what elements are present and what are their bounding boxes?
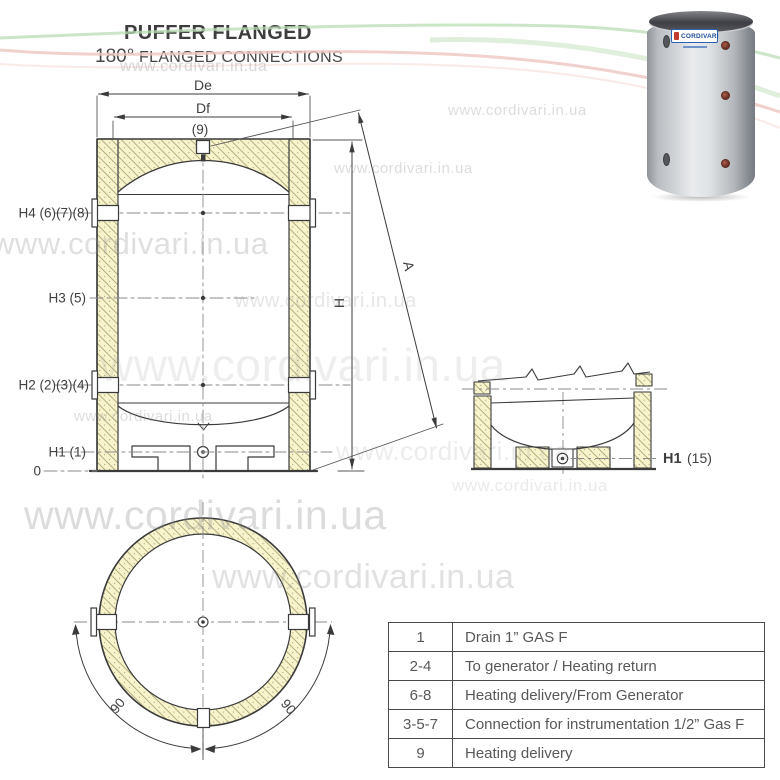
label-h1: H1 (1) <box>48 445 86 460</box>
table-row: 2-4 To generator / Heating return <box>389 651 764 680</box>
label-conn9: (9) <box>192 122 209 137</box>
connection-description: Heating delivery <box>465 744 573 762</box>
connection-description: Drain 1” GAS F <box>465 628 568 646</box>
connection-cap <box>720 40 730 50</box>
center-dot <box>200 382 206 388</box>
label-angle-left: 90 <box>107 695 128 716</box>
tank-outline <box>96 138 311 472</box>
center-dot <box>200 295 206 301</box>
connection-number: 2-4 <box>389 652 453 680</box>
connection-number: 6-8 <box>389 681 453 709</box>
label-dim-a: A <box>400 260 418 273</box>
connection-description: Heating delivery/From Generator <box>465 686 684 704</box>
front-section-view: De Df <box>18 77 444 481</box>
connection-cap <box>720 90 730 100</box>
brand-name: CORDIVARI <box>681 32 719 40</box>
label-detail-h1: H1 <box>663 451 682 467</box>
center-dot <box>200 210 206 216</box>
detail-insulation <box>473 373 653 469</box>
brand-logo-icon <box>674 32 679 40</box>
tank-body <box>647 20 755 197</box>
dimension-a: A <box>210 109 444 471</box>
brand-subtext <box>683 46 707 48</box>
top-view: 90 90 <box>72 502 335 760</box>
side-connection-cap <box>663 153 670 166</box>
bottom-connection <box>196 707 211 729</box>
label-zero: 0 <box>33 464 41 479</box>
label-h3: H3 (5) <box>48 291 86 306</box>
dimension-df: Df <box>112 100 294 139</box>
detail-drain-connection <box>551 448 574 468</box>
flange-connections <box>91 198 317 400</box>
bottom-detail-view: H1 (15) <box>462 362 712 474</box>
tank-shadow <box>651 192 751 202</box>
break-line <box>477 362 651 382</box>
angle-dimension-arcs <box>75 629 331 760</box>
table-row: 9 Heating delivery <box>389 738 764 767</box>
connection-cap <box>720 158 730 168</box>
tank-top-cap <box>649 11 753 32</box>
side-connection-cap <box>663 35 670 48</box>
center-dot <box>201 620 205 624</box>
label-h4: H4 (6)(7)(8) <box>18 206 89 221</box>
table-row: 6-8 Heating delivery/From Generator <box>389 680 764 709</box>
support-foot-right <box>215 445 275 472</box>
label-de: De <box>194 77 212 93</box>
label-dim-h: H <box>331 298 347 308</box>
topview-flanges <box>90 607 316 729</box>
table-row: 1 Drain 1” GAS F <box>389 623 764 651</box>
label-detail-h1-num: (15) <box>687 450 712 466</box>
product-photo: CORDIVARI <box>645 8 761 202</box>
tank-insulation <box>96 138 311 472</box>
arc-arrowheads <box>72 624 335 753</box>
support-foot-left <box>131 445 191 472</box>
tank-bottom <box>88 402 319 473</box>
connections-table: 1 Drain 1” GAS F 2-4 To generator / Heat… <box>388 622 765 768</box>
connection-number: 9 <box>389 739 453 767</box>
connection-description: To generator / Heating return <box>465 657 657 675</box>
connection-number: 3-5-7 <box>389 710 453 738</box>
subtitle-degrees: 180° <box>95 46 135 67</box>
brand-label: CORDIVARI <box>671 29 719 43</box>
top-connection-9: (9) <box>192 122 211 162</box>
label-angle-right: 90 <box>278 696 299 717</box>
dimension-de: De <box>96 77 311 138</box>
dimension-h: H <box>312 139 365 472</box>
label-df: Df <box>196 100 210 116</box>
table-row: 3-5-7 Connection for instrumentation 1/2… <box>389 709 764 738</box>
connection-number: 1 <box>389 623 453 651</box>
connection-description: Connection for instrumentation 1/2” Gas … <box>465 715 745 733</box>
label-h2: H2 (2)(3)(4) <box>18 378 89 393</box>
